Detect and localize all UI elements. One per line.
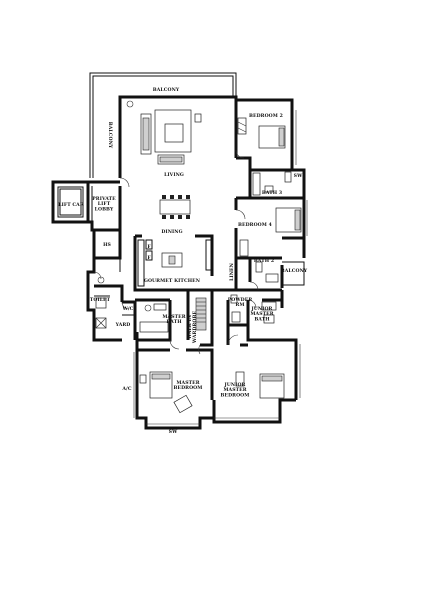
door-swings	[93, 149, 259, 355]
balcony-railing	[89, 72, 237, 178]
label-living: LIVING	[164, 172, 184, 178]
exterior-walls	[118, 95, 306, 430]
label-bedroom2: BEDROOM 2	[249, 113, 283, 119]
bedroom-walls	[212, 156, 304, 347]
bath3-fixtures	[252, 171, 292, 196]
label-balcony-top: BALCONY	[153, 87, 180, 93]
label-fridge-2: F	[147, 255, 151, 261]
label-dining: DINING	[161, 229, 182, 235]
junior-bedroom-furniture	[235, 371, 285, 399]
label-gourmet-kitchen: GOURMET KITCHEN	[144, 278, 201, 284]
balcony-right-railing	[282, 261, 305, 286]
room-labels: BALCONY BALCONY LIVING BEDROOM 2 BATH 3 …	[58, 87, 308, 435]
lift-lobby-block	[51, 180, 120, 232]
kitchen-furniture	[145, 239, 183, 268]
powder-junior-bath-fixtures	[230, 294, 277, 324]
label-wc: W/C	[122, 306, 134, 312]
label-ac: A/C	[121, 386, 131, 392]
label-toilet: TOILET	[90, 297, 111, 303]
windows	[133, 110, 308, 425]
label-balcony-right: BALCONY	[281, 268, 308, 274]
dining-furniture	[159, 195, 191, 219]
household-shelter	[92, 228, 122, 272]
label-lift-car: LIFT CAR	[58, 202, 84, 208]
kitchen-walls	[133, 234, 214, 300]
label-fridge-1: F	[147, 244, 151, 250]
bath2-fixtures	[255, 261, 279, 283]
label-balcony-left: BALCONY	[107, 122, 113, 149]
bedroom4-furniture	[239, 207, 302, 257]
label-hs: HS	[103, 242, 111, 248]
bedroom2-furniture	[237, 117, 286, 149]
label-linen: LINEN	[229, 262, 235, 280]
label-bath3: BATH 3	[262, 190, 282, 196]
label-bedroom4: BEDROOM 4	[238, 222, 273, 228]
living-furniture	[126, 100, 202, 165]
label-sw-top: SW	[294, 173, 303, 179]
label-bath2: BATH 2	[254, 258, 274, 264]
label-yard: YARD	[115, 322, 131, 328]
label-sw-bottom: SW	[169, 429, 178, 435]
label-walk-in-wardrobe: WALK INWARDROBE	[187, 310, 198, 344]
master-bath-fixtures	[139, 297, 207, 333]
master-bedroom-furniture	[139, 371, 193, 414]
service-fixtures	[95, 276, 107, 329]
